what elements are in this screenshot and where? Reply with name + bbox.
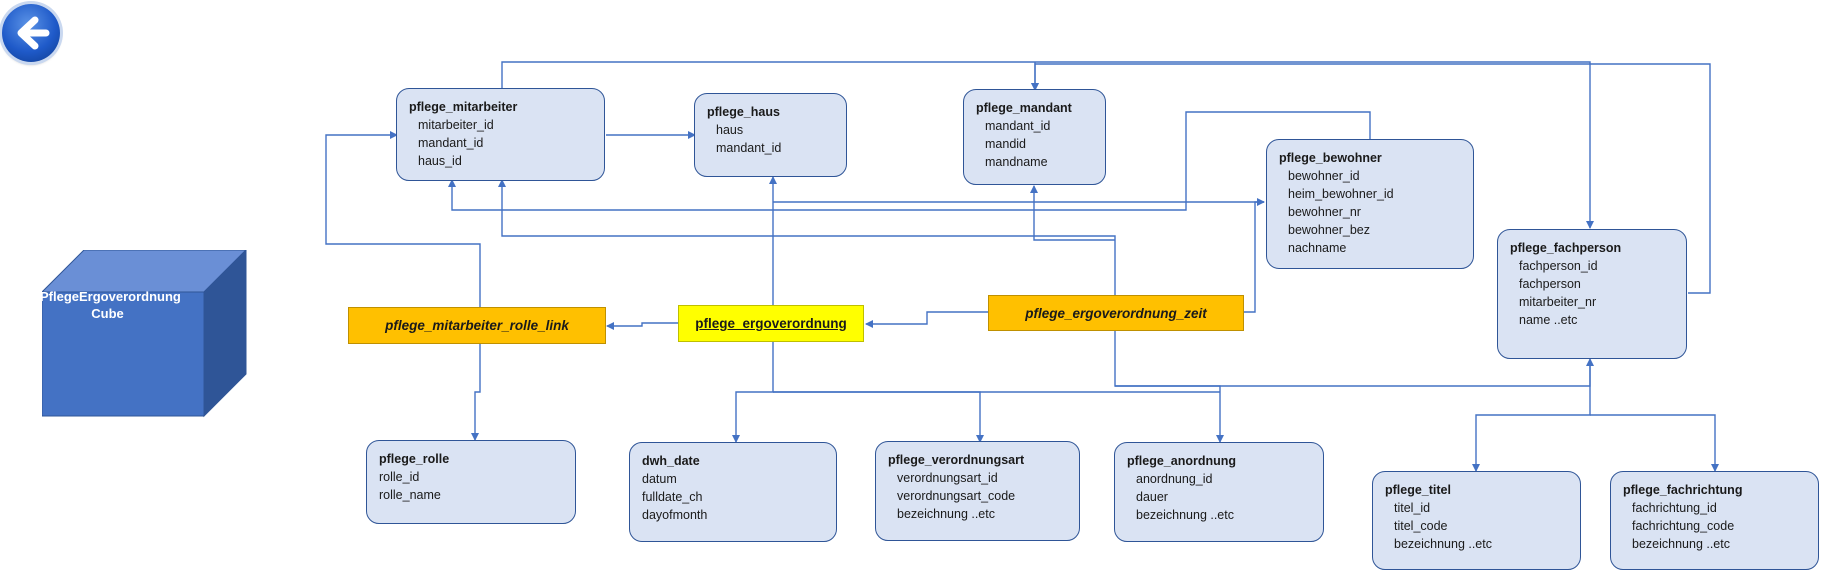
entity-dwh-date: dwh_date datum fulldate_ch dayofmonth: [629, 442, 837, 542]
entity-field: rolle_name: [379, 488, 441, 502]
entity-title: pflege_haus: [707, 105, 780, 119]
entity-field: bezeichnung ..etc: [1136, 508, 1234, 522]
line-ergo-verordnungsart: [773, 391, 984, 443]
entity-pflege-fachrichtung: pflege_fachrichtung fachrichtung_id fach…: [1610, 471, 1819, 570]
cube-shape: [42, 250, 247, 418]
entity-pflege-mitarbeiter: pflege_mitarbeiter mitarbeiter_id mandan…: [396, 88, 605, 181]
line-ergo-link: [606, 322, 678, 330]
entity-field: titel_id: [1394, 501, 1431, 515]
entity-field: nachname: [1288, 241, 1347, 255]
entity-field: bezeichnung ..etc: [1394, 537, 1492, 551]
entity-title: pflege_mandant: [976, 101, 1072, 115]
entity-field: bewohner_nr: [1288, 205, 1361, 219]
entity-field: mandname: [985, 155, 1048, 169]
entity-title: pflege_bewohner: [1279, 151, 1382, 165]
entity-field: rolle_id: [379, 470, 420, 484]
entity-pflege-mandant: pflege_mandant mandant_id mandid mandnam…: [963, 89, 1106, 185]
entity-title: pflege_fachrichtung: [1623, 483, 1743, 497]
entity-title: pflege_rolle: [379, 452, 450, 466]
entity-field: mandid: [985, 137, 1026, 151]
line-link-mitarbeiter: [325, 131, 481, 308]
entity-pflege-haus: pflege_haus haus mandant_id: [694, 93, 847, 177]
entity-field: mandant_id: [418, 136, 484, 150]
entity-field: fachrichtung_id: [1632, 501, 1717, 515]
entity-pflege-fachperson: pflege_fachperson fachperson_id fachpers…: [1497, 229, 1687, 359]
line-mitarbeiter-top: [501, 61, 1594, 229]
link-pflege-ergoverordnung: pflege_ergoverordnung: [678, 305, 864, 342]
entity-field: bewohner_id: [1288, 169, 1360, 183]
line-link-rolle: [471, 344, 481, 441]
back-arrow-icon: [17, 16, 50, 50]
line-zeit-mandant: [1030, 185, 1115, 241]
entity-field: fachperson_id: [1519, 259, 1598, 273]
line-fachperson-loop: [1031, 63, 1711, 294]
entity-pflege-anordnung: pflege_anordnung anordnung_id dauer beze…: [1114, 442, 1324, 542]
entity-field: bezeichnung ..etc: [1632, 537, 1730, 551]
entity-pflege-verordnungsart: pflege_verordnungsart verordnungsart_id …: [875, 441, 1080, 541]
cube-label: PflegeErgoverordnung Cube: [40, 289, 181, 321]
back-button[interactable]: [2, 4, 60, 62]
entity-field: titel_code: [1394, 519, 1448, 533]
line-zeit-fachperson: [1115, 358, 1594, 387]
link-pflege-ergoverordnung-zeit: pflege_ergoverordnung_zeit: [988, 295, 1244, 331]
entity-field: mitarbeiter_id: [418, 118, 494, 132]
entity-field: datum: [642, 472, 677, 486]
entity-title: pflege_anordnung: [1127, 454, 1237, 468]
entity-field: fachrichtung_code: [1632, 519, 1735, 533]
entity-field: haus_id: [418, 154, 462, 168]
entity-field: anordnung_id: [1136, 472, 1213, 486]
entity-pflege-titel: pflege_titel titel_id titel_code bezeich…: [1372, 471, 1581, 570]
entity-field: mandant_id: [716, 141, 782, 155]
entity-field: mitarbeiter_nr: [1519, 295, 1597, 309]
line-zeit-mitarbeiter: [498, 179, 1116, 295]
entity-field: fachperson: [1519, 277, 1581, 291]
entity-field: verordnungsart_code: [897, 489, 1016, 503]
entity-title: pflege_verordnungsart: [888, 453, 1025, 467]
entity-pflege-rolle: pflege_rolle rolle_id rolle_name: [366, 440, 576, 524]
entity-field: heim_bewohner_id: [1288, 187, 1394, 201]
entity-title: dwh_date: [642, 454, 700, 468]
line-bewohner-mitarbeiter: [448, 111, 1371, 211]
line-fachperson-fachrichtung: [1590, 414, 1719, 472]
entity-field: dayofmonth: [642, 508, 708, 522]
line-zeit-ergo: [865, 311, 989, 328]
line-zeit-bewohner: [1243, 201, 1264, 313]
entity-title: pflege_titel: [1385, 483, 1451, 497]
entity-field: dauer: [1136, 490, 1168, 504]
entity-field: haus: [716, 123, 744, 137]
entity-field: name ..etc: [1519, 313, 1578, 327]
entity-field: bewohner_bez: [1288, 223, 1371, 237]
entity-field: mandant_id: [985, 119, 1051, 133]
entity-title: pflege_fachperson: [1510, 241, 1622, 255]
entity-field: verordnungsart_id: [897, 471, 998, 485]
entity-field: bezeichnung ..etc: [897, 507, 995, 521]
link-pflege-mitarbeiter-rolle-link: pflege_mitarbeiter_rolle_link: [348, 307, 606, 344]
line-ergo-down: [732, 342, 774, 443]
entity-field: fulldate_ch: [642, 490, 703, 504]
entity-pflege-bewohner: pflege_bewohner bewohner_id heim_bewohne…: [1266, 139, 1474, 269]
line-fachperson-split: [1472, 360, 1591, 472]
entity-title: pflege_mitarbeiter: [409, 100, 518, 114]
